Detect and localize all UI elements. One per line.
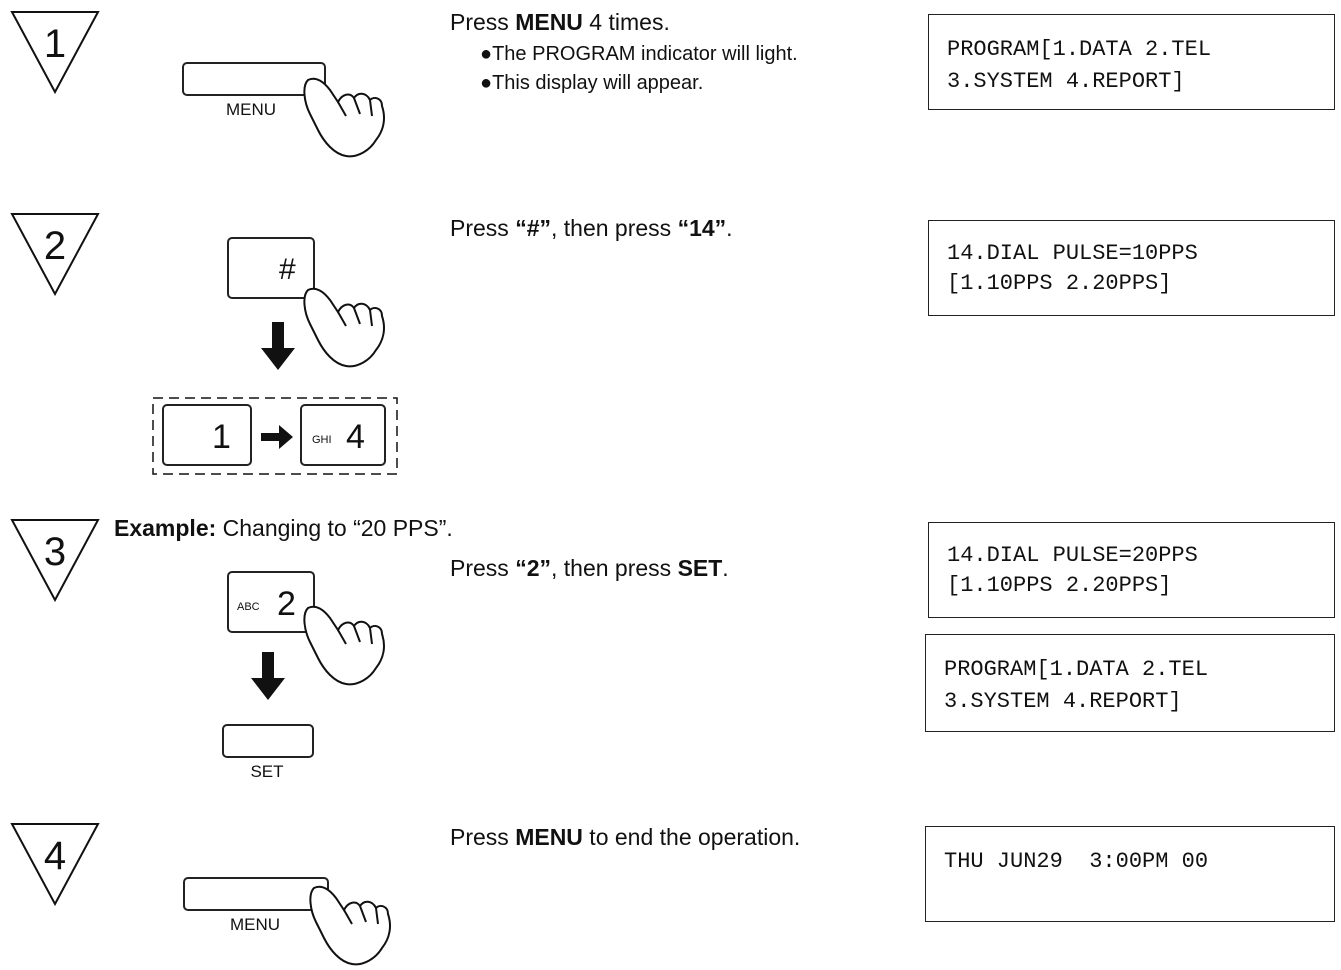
lcd-line: PROGRAM[1.DATA 2.TEL: [944, 657, 1208, 682]
step-1-instruction: Press MENU 4 times.: [450, 8, 670, 36]
hash-key-label: #: [279, 253, 296, 287]
key-4-label: 4: [346, 418, 365, 457]
key-4[interactable]: GHI 4: [300, 404, 386, 466]
menu-key-label: MENU: [216, 100, 286, 120]
set-key[interactable]: [222, 724, 314, 758]
step-2-number: 2: [35, 226, 75, 266]
step-2-instruction: Press “#”, then press “14”.: [450, 214, 733, 242]
set-key-label: SET: [232, 762, 302, 782]
right-arrow-icon: [261, 425, 295, 449]
step-1-number: 1: [35, 24, 75, 64]
lcd-line: 14.DIAL PULSE=20PPS: [947, 543, 1198, 568]
lcd-line: PROGRAM[1.DATA 2.TEL: [947, 37, 1211, 62]
menu-key-label: MENU: [220, 915, 290, 935]
step-1-bullet-1: ●The PROGRAM indicator will light.: [480, 40, 798, 68]
step-1-bullet-2: ●This display will appear.: [480, 69, 703, 97]
pointing-hand-icon: [306, 880, 396, 970]
key-2-letters: ABC: [237, 601, 260, 613]
step-4-instruction: Press MENU to end the operation.: [450, 823, 800, 851]
pointing-hand-icon: [300, 72, 390, 162]
lcd-line: 3.SYSTEM 4.REPORT]: [944, 689, 1182, 714]
lcd-line: 14.DIAL PULSE=10PPS: [947, 241, 1198, 266]
step-3-instruction: Press “2”, then press SET.: [450, 554, 729, 582]
lcd-display-2: 14.DIAL PULSE=10PPS [1.10PPS 2.20PPS]: [928, 220, 1335, 316]
step-3-number: 3: [35, 532, 75, 572]
lcd-line: THU JUN29 3:00PM 00: [944, 849, 1208, 874]
pointing-hand-icon: [300, 600, 390, 690]
key-1[interactable]: 1: [162, 404, 252, 466]
key-1-label: 1: [212, 418, 231, 457]
lcd-line: [1.10PPS 2.20PPS]: [947, 271, 1171, 296]
lcd-line: 3.SYSTEM 4.REPORT]: [947, 69, 1185, 94]
key-4-letters: GHI: [312, 434, 332, 446]
lcd-display-4: THU JUN29 3:00PM 00: [925, 826, 1335, 922]
step-3-example: Example: Changing to “20 PPS”.: [114, 514, 453, 542]
step-4-number: 4: [35, 836, 75, 876]
down-arrow-icon: [259, 322, 297, 372]
lcd-line: [1.10PPS 2.20PPS]: [947, 573, 1171, 598]
lcd-display-3a: 14.DIAL PULSE=20PPS [1.10PPS 2.20PPS]: [928, 522, 1335, 618]
down-arrow-icon: [249, 652, 287, 702]
lcd-display-3b: PROGRAM[1.DATA 2.TEL 3.SYSTEM 4.REPORT]: [925, 634, 1335, 732]
key-2-label: 2: [277, 585, 296, 624]
lcd-display-1: PROGRAM[1.DATA 2.TEL 3.SYSTEM 4.REPORT]: [928, 14, 1335, 110]
pointing-hand-icon: [300, 282, 390, 372]
